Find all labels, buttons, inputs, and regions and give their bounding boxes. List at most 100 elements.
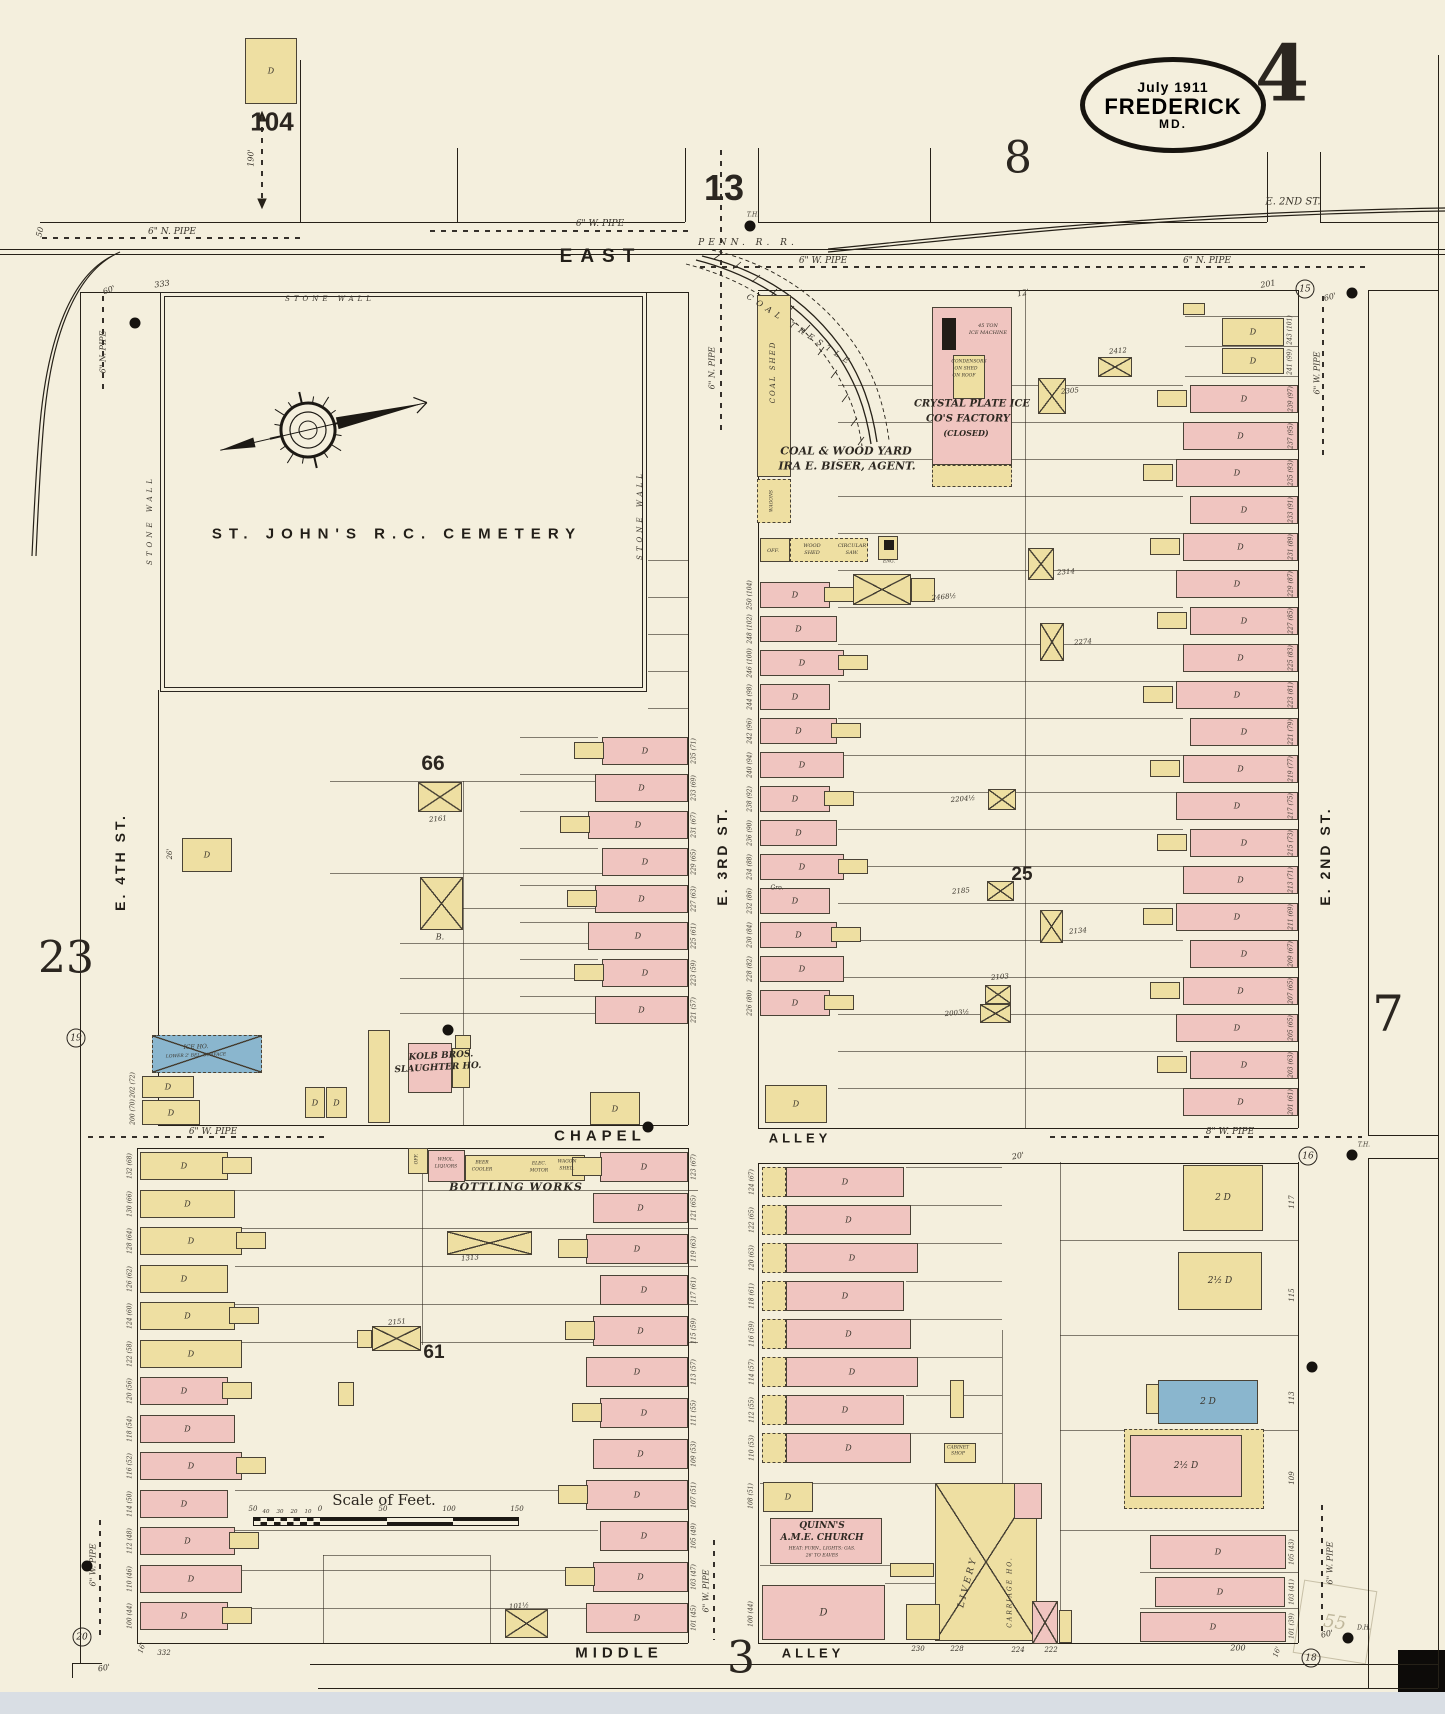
map-label: 200 [1230, 1643, 1246, 1653]
hydrant-dot [129, 317, 141, 329]
row-house: D [786, 1243, 918, 1273]
map-label: (CLOSED) [943, 428, 989, 438]
map-label: CARRIAGE HO. [1006, 1556, 1014, 1628]
dwelling-letter: D [180, 1499, 188, 1509]
map-label: E. 3RD ST. [714, 806, 730, 906]
dwelling-letter: D [184, 1424, 191, 1434]
map-label: SHOP [951, 1451, 965, 1457]
dwelling-letter: D [1216, 1587, 1224, 1597]
rear-addition [574, 742, 604, 759]
building [1098, 357, 1132, 377]
map-label: 202 (72) [129, 1072, 137, 1098]
rear-addition [560, 816, 590, 833]
dwelling-letter: 2½ D [1173, 1461, 1199, 1471]
map-label: 241 (99) [1286, 349, 1294, 375]
row-house: D [140, 1490, 228, 1518]
house-number: 112 (55) [748, 1397, 756, 1423]
map-label: 230 [911, 1645, 925, 1653]
row-house: D [140, 1377, 228, 1405]
lot-line [906, 1433, 1002, 1434]
map-label: 105 (43) [1288, 1539, 1296, 1565]
map-label: 40 [262, 1509, 270, 1515]
row-house: D [1183, 422, 1298, 450]
dwelling-letter: D [1237, 1097, 1244, 1107]
map-label: STONE WALL [146, 475, 154, 565]
cemetery-inner-wall [164, 296, 643, 688]
building [1059, 1610, 1072, 1643]
dwelling-letter: D [791, 794, 799, 804]
map-label: 30 [276, 1509, 284, 1515]
dwelling-letter: D [1240, 1060, 1248, 1070]
row-house: D [140, 1452, 242, 1480]
lot-line [906, 1319, 1002, 1320]
row-house: D [600, 1152, 688, 1182]
lot-line [648, 560, 688, 561]
row-house: D [786, 1433, 911, 1463]
block-edge [1368, 290, 1369, 1135]
dwelling-letter: D [333, 1098, 340, 1107]
map-label: WOOD [803, 543, 821, 549]
building [1040, 910, 1063, 943]
rear-addition [831, 723, 861, 738]
house-number: 113 (57) [690, 1359, 698, 1385]
dwelling-letter: D [184, 1536, 191, 1546]
map-label: 12' [1016, 287, 1030, 299]
building: D [765, 1085, 827, 1123]
lot-line [648, 634, 688, 635]
dwelling-letter: D [634, 820, 642, 830]
house-number: 122 (58) [126, 1341, 134, 1367]
dwelling-letter: D [1209, 1622, 1217, 1632]
lot-line [400, 1013, 688, 1014]
map-label: 50 [378, 1505, 388, 1513]
rear-addition [574, 964, 604, 981]
hydrant-dot [442, 1024, 454, 1036]
house-number: 213 (71) [1287, 867, 1295, 893]
row-house: D [1190, 1051, 1298, 1079]
building [980, 1004, 1011, 1023]
porch-strip [762, 1395, 786, 1425]
row-house: D [760, 650, 844, 676]
dwelling-letter: D [791, 590, 799, 600]
map-label: MOTOR [529, 1168, 549, 1174]
house-number: 128 (64) [126, 1228, 134, 1254]
map-label: 332 [157, 1649, 171, 1657]
row-house: D [760, 582, 830, 608]
row-house: D [1190, 385, 1298, 413]
utility-marker-circle: 20 [72, 1627, 92, 1647]
rear-addition [229, 1532, 259, 1549]
building: D [763, 1482, 813, 1512]
block-edge [457, 148, 458, 222]
map-label: WAGONS [769, 490, 775, 512]
map-label: 2204½ [950, 793, 976, 805]
map-label: CRYSTAL PLATE ICE [913, 398, 1031, 410]
row-house: D [140, 1302, 235, 1330]
lot-line [838, 533, 1183, 534]
house-number: 116 (52) [126, 1453, 134, 1479]
row-house: D [588, 811, 688, 839]
lot-line [1060, 1335, 1298, 1336]
map-label: QUINN'S [799, 1521, 845, 1531]
map-label: 6" N. PIPE [707, 346, 717, 390]
row-house: D [586, 1234, 688, 1264]
map-label: 6" W. PIPE [575, 219, 625, 229]
block-edge [158, 690, 159, 1125]
row-house: D [586, 1480, 688, 1510]
lot-line [520, 959, 598, 960]
map-label: BOTTLING WORKS [449, 1180, 583, 1194]
lot-line [490, 1555, 491, 1643]
house-number: 219 (77) [1287, 756, 1295, 782]
map-label: 60' [101, 283, 117, 297]
lot-line [838, 866, 1183, 867]
row-house: D [760, 616, 837, 642]
house-number: 223 (81) [1287, 682, 1295, 708]
map-label: 100 (44) [747, 1601, 755, 1627]
map-label: SAW. [845, 550, 859, 556]
dwelling-letter: D [187, 1461, 195, 1471]
map-label: 2185 [951, 886, 971, 896]
map-label: CABINET [946, 1445, 970, 1451]
lot-line [838, 681, 1183, 682]
house-number: 217 (75) [1287, 793, 1295, 819]
dwelling-letter: 2 D [1215, 1193, 1231, 1203]
dwelling-letter: D [1233, 468, 1241, 478]
water-pipe-dashed-line [1322, 296, 1324, 460]
